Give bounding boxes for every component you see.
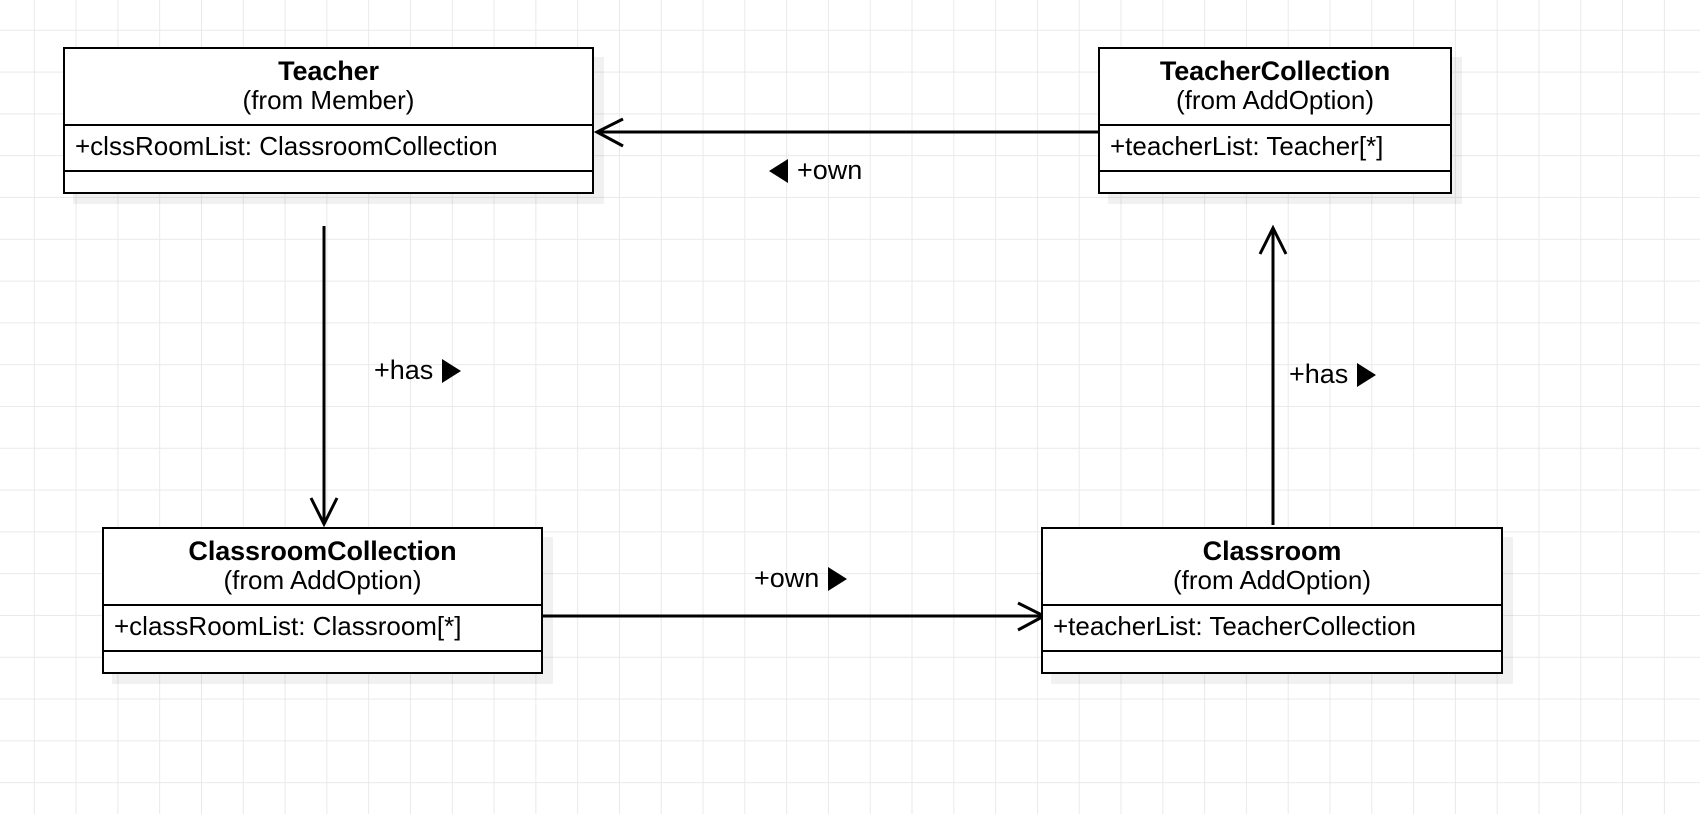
class-header: TeacherCollection (from AddOption) <box>1100 49 1450 124</box>
class-name: ClassroomCollection <box>188 536 457 566</box>
class-attributes: +teacherList: Teacher[*] <box>1100 124 1450 170</box>
association-label-has-left[interactable]: +has <box>374 355 462 385</box>
class-attribute: +teacherList: Teacher[*] <box>1110 131 1384 162</box>
class-header: ClassroomCollection (from AddOption) <box>104 529 541 604</box>
triangle-right-icon <box>442 358 462 383</box>
class-header: Classroom (from AddOption) <box>1043 529 1501 604</box>
class-attribute: +clssRoomList: ClassroomCollection <box>75 131 498 162</box>
edge-has-left <box>309 226 339 528</box>
class-attribute: +classRoomList: Classroom[*] <box>114 611 462 642</box>
class-name: Teacher <box>278 56 379 86</box>
triangle-right-icon <box>1357 362 1377 387</box>
association-label-own-bottom[interactable]: +own <box>754 563 848 593</box>
triangle-left-icon <box>769 158 788 183</box>
class-package: (from AddOption) <box>1173 565 1371 596</box>
uml-class-classroom[interactable]: Classroom (from AddOption) +teacherList:… <box>1041 527 1503 675</box>
association-label-text: +has <box>374 355 434 385</box>
edge-has-right <box>1258 224 1288 525</box>
association-label-text: +has <box>1289 359 1349 389</box>
class-operations <box>104 650 541 672</box>
uml-class-classroomcollection[interactable]: ClassroomCollection (from AddOption) +cl… <box>102 527 543 675</box>
association-label-text: +own <box>797 155 863 185</box>
triangle-right-icon <box>828 566 848 591</box>
class-package: (from AddOption) <box>223 565 422 596</box>
class-package: (from Member) <box>242 85 415 116</box>
edge-own-top <box>593 117 1098 148</box>
class-header: Teacher (from Member) <box>65 49 592 124</box>
class-operations <box>1043 650 1501 672</box>
class-attributes: +teacherList: TeacherCollection <box>1043 604 1501 650</box>
class-package: (from AddOption) <box>1176 85 1374 116</box>
association-label-has-right[interactable]: +has <box>1289 359 1377 389</box>
edge-own-bottom <box>543 601 1048 632</box>
uml-class-teacher[interactable]: Teacher (from Member) +clssRoomList: Cla… <box>63 47 594 195</box>
uml-class-teachercollection[interactable]: TeacherCollection (from AddOption) +teac… <box>1098 47 1452 195</box>
association-label-own-top[interactable]: +own <box>769 157 862 184</box>
class-attributes: +classRoomList: Classroom[*] <box>104 604 541 650</box>
class-attribute: +teacherList: TeacherCollection <box>1053 611 1417 642</box>
class-name: Classroom <box>1202 536 1342 566</box>
class-operations <box>65 170 592 192</box>
class-attributes: +clssRoomList: ClassroomCollection <box>65 124 592 170</box>
class-operations <box>1100 170 1450 192</box>
class-name: TeacherCollection <box>1159 56 1391 86</box>
association-label-text: +own <box>754 563 820 593</box>
